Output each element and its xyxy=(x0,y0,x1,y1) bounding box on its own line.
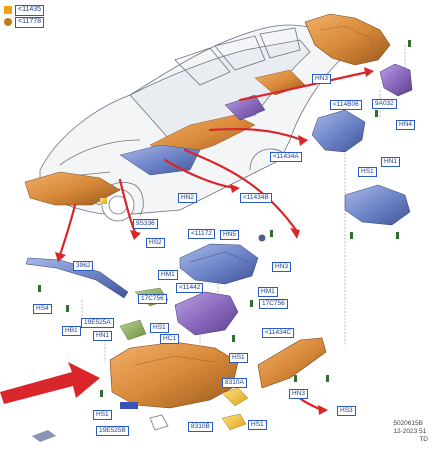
callout-hb1: HB1 xyxy=(62,326,81,336)
callout-hs1-center: HS1 xyxy=(229,353,248,363)
bracket-19e525b xyxy=(149,414,169,431)
callout-hm1-right: HM1 xyxy=(258,287,278,297)
callout-hn4: HN4 xyxy=(396,120,416,130)
bracket-8310a xyxy=(221,387,249,407)
callout-19e525a: 19E525A xyxy=(81,318,114,328)
legend-label: <11778 xyxy=(15,16,45,28)
callout-3962: 3962 xyxy=(73,261,94,271)
bracket-9a032 xyxy=(379,63,413,97)
callout-hn3-bottom: HN3 xyxy=(289,389,309,399)
legend: <11435 <11778 xyxy=(4,4,45,28)
bronze-dot-icon xyxy=(4,18,12,26)
heat-shield-11434c xyxy=(257,337,327,389)
bracket-8310b xyxy=(221,413,247,431)
diagram-td: TD xyxy=(419,436,428,443)
callout-hn2: HN2 xyxy=(178,193,198,203)
green-insulator-19e525a xyxy=(119,319,147,341)
callout-9s336: 9S336 xyxy=(133,219,158,229)
callout-hs1-left: HS1 xyxy=(93,410,112,420)
legend-row-dot: <11778 xyxy=(4,16,45,28)
big-red-arrow xyxy=(0,362,100,404)
callout-19e525b: 19E525B xyxy=(96,426,129,436)
callout-11434c: <11434C xyxy=(262,328,295,338)
callout-17c756-b: 17C756 xyxy=(259,299,288,309)
rear-tunnel-shield-blue xyxy=(311,109,366,153)
callout-11434a: <11434A xyxy=(270,152,302,162)
callout-hn1-right: HN1 xyxy=(381,157,401,167)
callout-hn1-left: HN1 xyxy=(93,331,113,341)
callout-8310b: 8310B xyxy=(188,422,213,432)
callout-hn3-top: HN3 xyxy=(312,74,332,84)
legend-label: <11435 xyxy=(15,4,45,16)
heat-shield-11442 xyxy=(174,291,239,336)
front-underbody-shield xyxy=(109,341,239,409)
red-arrowheads xyxy=(55,67,374,415)
callout-hc1: HC1 xyxy=(160,334,180,344)
callout-hs1-bottom: HS1 xyxy=(248,420,267,430)
diagram-footer: 5020615B 12-2023 51 TD xyxy=(393,420,428,444)
callout-hs4: HS4 xyxy=(33,304,52,314)
diagram-date: 12-2023 51 xyxy=(393,428,427,435)
callout-hs1-mid: HS1 xyxy=(150,323,169,333)
callout-hs2: HS2 xyxy=(146,238,165,248)
callout-11434b: <11434B xyxy=(240,193,272,203)
orange-square-icon xyxy=(4,6,12,14)
callout-17c756-a: 17C756 xyxy=(138,294,167,304)
callout-hm1-left: HM1 xyxy=(158,270,178,280)
callout-11442: <11442 xyxy=(176,283,204,293)
callout-114b06: <114B06 xyxy=(330,100,362,110)
upper-rear-heat-shield xyxy=(304,13,391,66)
diagram-code: 5020615B xyxy=(393,420,423,427)
front-yellow-clip xyxy=(100,198,107,204)
rear-floor-shield-blue xyxy=(344,184,411,226)
callout-8310a: 8310A xyxy=(222,378,247,388)
callout-9a032: 9A032 xyxy=(372,99,397,109)
legend-row-square: <11435 xyxy=(4,4,45,16)
callout-hn3-mid: HN3 xyxy=(272,262,292,272)
chevron-icon xyxy=(32,430,56,442)
callout-hs3: HS3 xyxy=(337,406,356,416)
exhaust-heat-shield-11172 xyxy=(179,243,259,285)
callout-hs1-right: HS1 xyxy=(358,167,377,177)
hn5-clip xyxy=(258,234,266,242)
callout-hn5: HN5 xyxy=(220,230,240,240)
callout-11172: <11172 xyxy=(188,229,215,239)
front-shield-in-car xyxy=(24,171,121,206)
front-shield-blue-tag xyxy=(120,402,138,409)
